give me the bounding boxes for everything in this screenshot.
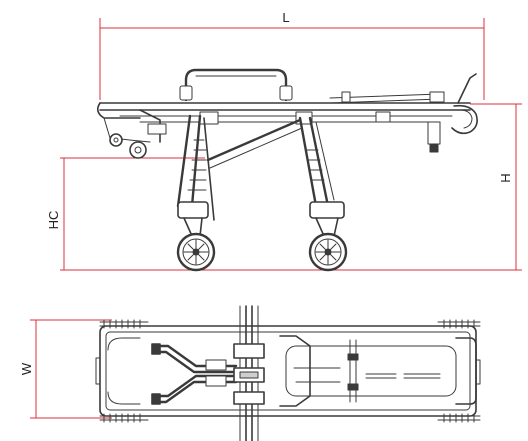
foot-section bbox=[95, 337, 141, 405]
length-label: L bbox=[282, 10, 289, 25]
leg-straps bbox=[151, 343, 238, 405]
dimension-length: L bbox=[99, 10, 485, 100]
chassis-height-label: HC bbox=[46, 211, 61, 230]
foot-end-assembly bbox=[96, 102, 167, 159]
loading-wheel-front bbox=[129, 141, 147, 159]
side-rails bbox=[99, 319, 481, 423]
dimension-height: H bbox=[350, 103, 522, 271]
front-wheel bbox=[176, 232, 216, 272]
stretcher-side-view bbox=[96, 68, 478, 272]
center-crossbar bbox=[233, 305, 265, 441]
leg-assembly bbox=[176, 114, 345, 237]
backrest-section bbox=[279, 335, 457, 407]
height-label: H bbox=[498, 173, 513, 182]
dimension-chassis-height: HC bbox=[46, 157, 350, 271]
loading-wheel-rear bbox=[109, 133, 123, 147]
rear-wheel bbox=[308, 232, 348, 272]
dimension-width: W bbox=[19, 319, 112, 419]
head-end bbox=[455, 337, 481, 405]
width-label: W bbox=[19, 362, 34, 375]
head-handle bbox=[427, 73, 478, 153]
stretcher-top-view bbox=[95, 305, 481, 441]
push-handle bbox=[184, 68, 288, 102]
